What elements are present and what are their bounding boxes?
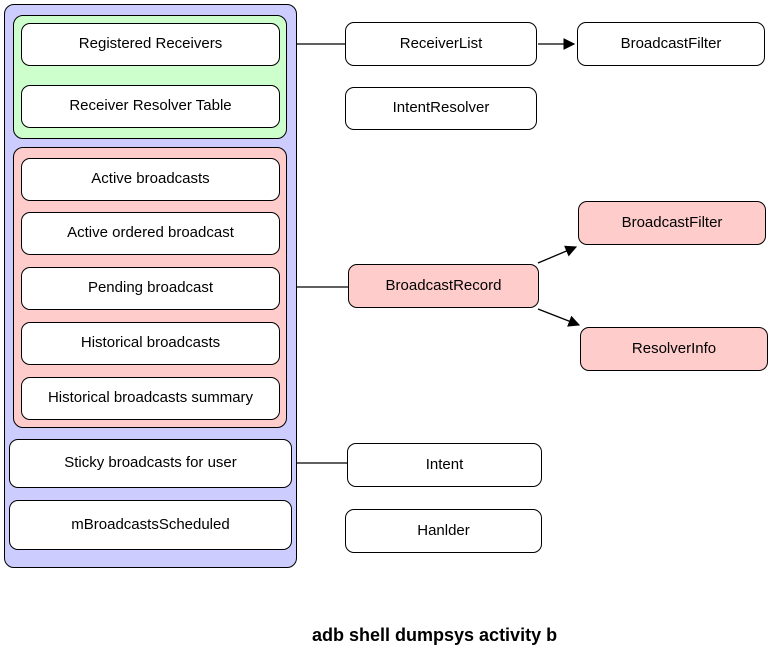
node-resolverinfo: ResolverInfo [580, 327, 768, 371]
node-label: mBroadcastsScheduled [71, 515, 230, 533]
node-broadcastfilter-top: BroadcastFilter [577, 22, 765, 66]
node-pending-broadcast: Pending broadcast [21, 267, 280, 310]
connector-broadcastrecord-to-broadcastfilter-arrow [537, 245, 578, 264]
node-receiver-resolver-table: Receiver Resolver Table [21, 85, 280, 128]
node-historical-broadcasts: Historical broadcasts [21, 322, 280, 365]
connector-broadcastrecord-to-resolverinfo-arrow [537, 308, 581, 327]
node-label: Active broadcasts [91, 170, 210, 188]
registered-receivers-group: Registered Receivers Receiver Resolver T… [13, 15, 287, 139]
node-broadcastfilter-record: BroadcastFilter [578, 201, 766, 245]
node-active-ordered-broadcast: Active ordered broadcast [21, 212, 280, 255]
node-label: Hanlder [417, 521, 470, 539]
node-label: BroadcastRecord [385, 276, 502, 294]
node-intent: Intent [347, 443, 542, 487]
node-label: BroadcastFilter [621, 213, 723, 231]
node-label: Registered Receivers [78, 35, 223, 53]
node-label: ResolverInfo [631, 339, 717, 357]
node-mbroadcastsscheduled: mBroadcastsScheduled [9, 500, 292, 550]
node-label: BroadcastFilter [620, 34, 722, 52]
node-label: Intent [425, 455, 464, 473]
diagram-caption: adb shell dumpsys activity b [312, 625, 558, 645]
node-broadcastrecord: BroadcastRecord [348, 264, 539, 308]
node-active-broadcasts: Active broadcasts [21, 158, 280, 201]
broadcasts-group: Active broadcasts Active ordered broadca… [13, 147, 287, 428]
node-label: ReceiverList [399, 34, 483, 52]
node-handler: Hanlder [345, 509, 542, 553]
node-sticky-broadcasts-for-user: Sticky broadcasts for user [9, 439, 292, 488]
node-receiverlist: ReceiverList [345, 22, 537, 66]
node-historical-broadcasts-summary: Historical broadcasts summary [21, 377, 280, 420]
node-registered-receivers: Registered Receivers [21, 23, 280, 66]
node-label: Historical broadcasts [80, 334, 221, 352]
node-label: IntentResolver [392, 99, 490, 117]
dumpsys-container: Registered Receivers Receiver Resolver T… [4, 4, 297, 568]
node-intentresolver: IntentResolver [345, 87, 537, 130]
node-label: Sticky broadcasts for user [64, 454, 237, 472]
node-label: Receiver Resolver Table [69, 97, 232, 115]
node-label: Pending broadcast [87, 279, 214, 297]
node-label: Historical broadcasts summary [47, 389, 254, 407]
node-label: Active ordered broadcast [67, 224, 234, 242]
